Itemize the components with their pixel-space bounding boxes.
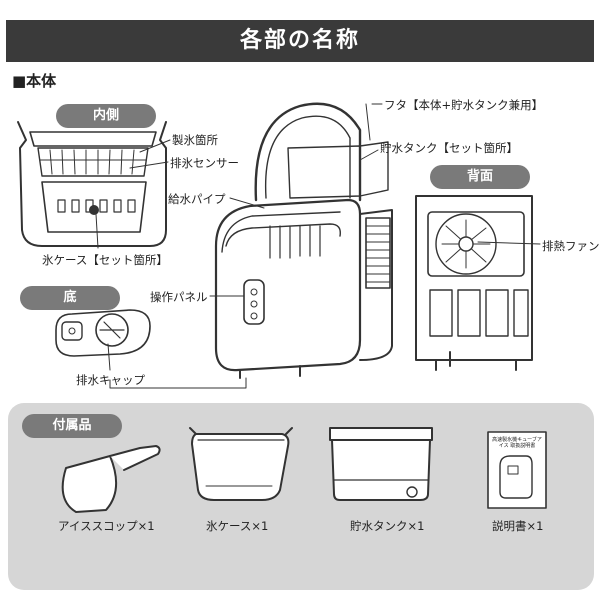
label-ice-case-set: 氷ケース【セット箇所】	[42, 253, 168, 267]
pill-accessories: 付属品	[22, 414, 122, 438]
label-drain-cap: 排水キャップ	[76, 373, 145, 387]
label-panel: 操作パネル	[150, 290, 208, 304]
pill-inside: 内側	[56, 104, 156, 128]
main-unit-illustration	[214, 102, 393, 379]
manual-illustration	[487, 431, 547, 509]
pill-back: 背面	[430, 165, 530, 189]
accessory-label-tank: 貯水タンク×1	[350, 519, 425, 533]
accessory-label-manual: 説明書×1	[492, 519, 544, 533]
back-view-illustration	[415, 195, 533, 371]
pill-bottom: 底	[20, 286, 120, 310]
ice-case-illustration	[189, 427, 293, 501]
ice-scoop-illustration	[61, 445, 161, 513]
page-title: 各部の名称	[6, 20, 594, 62]
manual-cover-text: 高速製氷機キューブアイス 取扱説明書	[492, 437, 542, 449]
water-tank-illustration	[329, 427, 433, 501]
accessory-label-scoop: アイススコップ×1	[58, 519, 155, 533]
bottom-view-illustration	[55, 309, 151, 357]
inside-view-illustration	[17, 121, 167, 247]
label-fan: 排熱ファン	[542, 239, 600, 253]
label-ice-sensor: 排氷センサー	[170, 156, 239, 170]
label-water-pipe: 給水パイプ	[168, 192, 226, 206]
label-lid: フタ【本体+貯水タンク兼用】	[384, 98, 544, 112]
label-ice-making: 製氷箇所	[172, 133, 218, 147]
section-heading-main: ■本体	[12, 72, 57, 90]
accessory-label-ice-case: 氷ケース×1	[206, 519, 269, 533]
label-tank-set: 貯水タンク【セット箇所】	[380, 141, 518, 155]
